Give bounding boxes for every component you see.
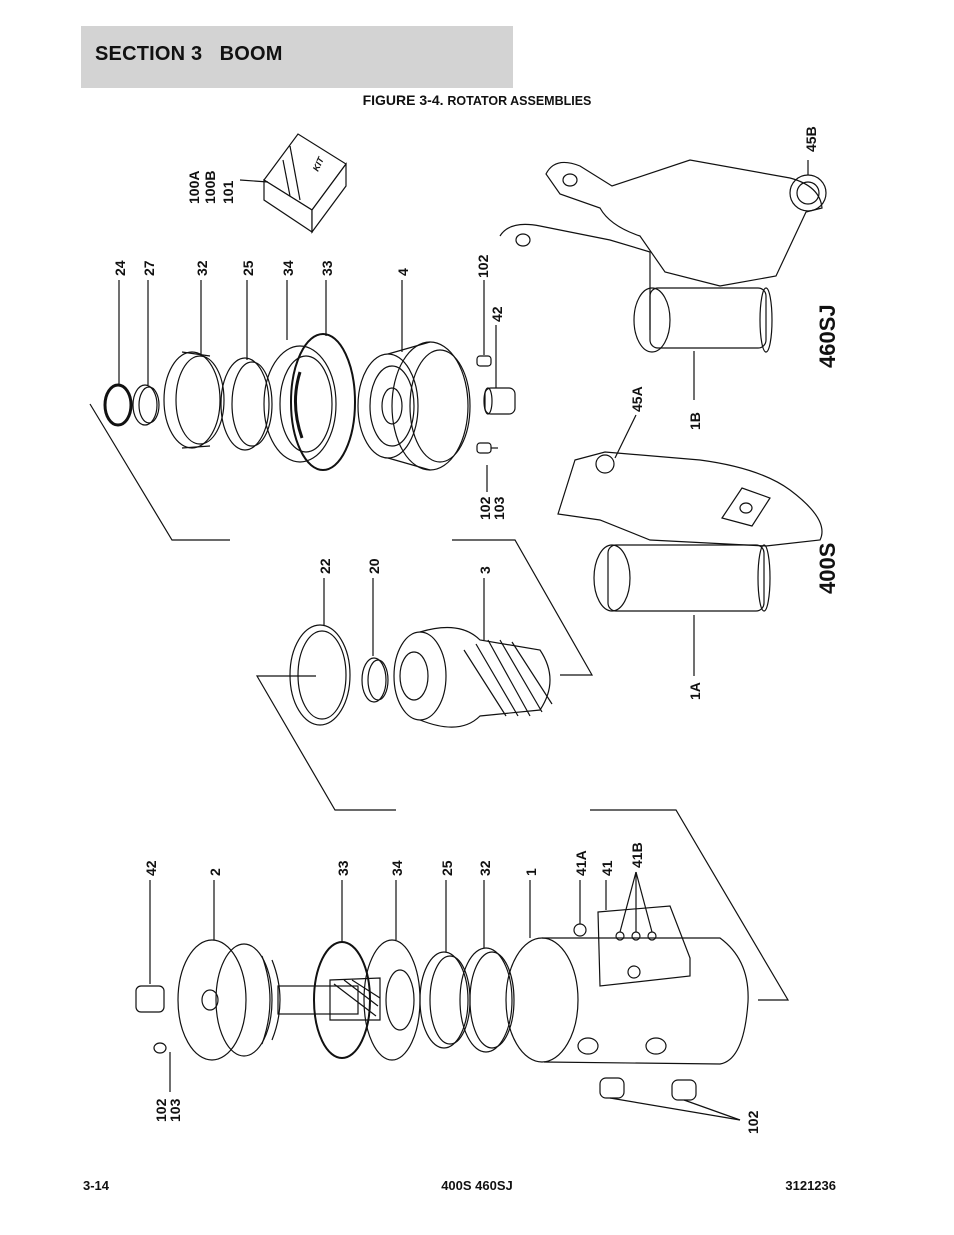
callout-102-bottom: 102 [153, 1098, 169, 1122]
callout-27: 27 [141, 260, 157, 276]
callout-45b: 45B [803, 126, 819, 152]
section-title: SECTION 3 BOOM [95, 43, 283, 65]
figure-number: FIGURE 3-4. [362, 92, 444, 108]
callout-41: 41 [599, 860, 615, 876]
callout-42-top: 42 [489, 306, 505, 322]
callout-41b: 41B [629, 842, 645, 868]
model-label-400s: 400S [815, 543, 840, 594]
callout-32-top: 32 [194, 260, 210, 276]
lower-rotator-assembly [135, 905, 749, 1101]
callout-3: 3 [477, 566, 493, 574]
document-number: 3121236 [785, 1178, 836, 1193]
callout-103-bottom: 103 [167, 1098, 183, 1122]
callout-1b: 1B [687, 412, 703, 430]
lower-leader-lines [149, 871, 741, 1121]
callout-34-bottom: 34 [389, 860, 405, 876]
callout-102-mid: 102 [477, 496, 493, 520]
page-number: 3-14 [83, 1178, 110, 1193]
callout-20: 20 [366, 558, 382, 574]
callout-24: 24 [112, 260, 128, 276]
callout-41a: 41A [573, 850, 589, 876]
callout-1: 1 [523, 868, 539, 876]
bracket-400s-drawing [557, 414, 823, 676]
bracket-460sj-drawing [499, 159, 827, 400]
callout-100b: 100B [202, 171, 218, 204]
callout-32-bottom: 32 [477, 860, 493, 876]
upper-cap-part-4 [357, 341, 471, 471]
callout-1a: 1A [687, 682, 703, 700]
callout-100a: 100A [186, 171, 202, 204]
callout-33-top: 33 [319, 260, 335, 276]
callout-22: 22 [317, 558, 333, 574]
callout-34-top: 34 [280, 260, 296, 276]
callout-102-right: 102 [745, 1110, 761, 1134]
callout-45a: 45A [629, 386, 645, 412]
model-label-460sj: 460SJ [815, 304, 840, 368]
callout-42-bottom: 42 [143, 860, 159, 876]
footer-models: 400S 460SJ [441, 1178, 513, 1193]
callout-101: 101 [220, 180, 236, 204]
upper-fasteners [476, 355, 516, 454]
figure-caption: ROTATOR ASSEMBLIES [447, 94, 592, 108]
section-header-bar: SECTION 3 BOOM [81, 26, 513, 88]
upper-seal-stack [103, 333, 356, 471]
upper-leader-lines [89, 280, 594, 676]
callout-25-top: 25 [240, 260, 256, 276]
callout-103-mid: 103 [491, 496, 507, 520]
callout-25-bottom: 25 [439, 860, 455, 876]
middle-parts [255, 578, 790, 1001]
callout-102-top: 102 [475, 254, 491, 278]
callout-4: 4 [395, 268, 411, 276]
figure-title: FIGURE 3-4. ROTATOR ASSEMBLIES [0, 92, 954, 108]
callout-2: 2 [207, 868, 223, 876]
callout-33-bottom: 33 [335, 860, 351, 876]
kit-box-drawing [239, 133, 347, 234]
